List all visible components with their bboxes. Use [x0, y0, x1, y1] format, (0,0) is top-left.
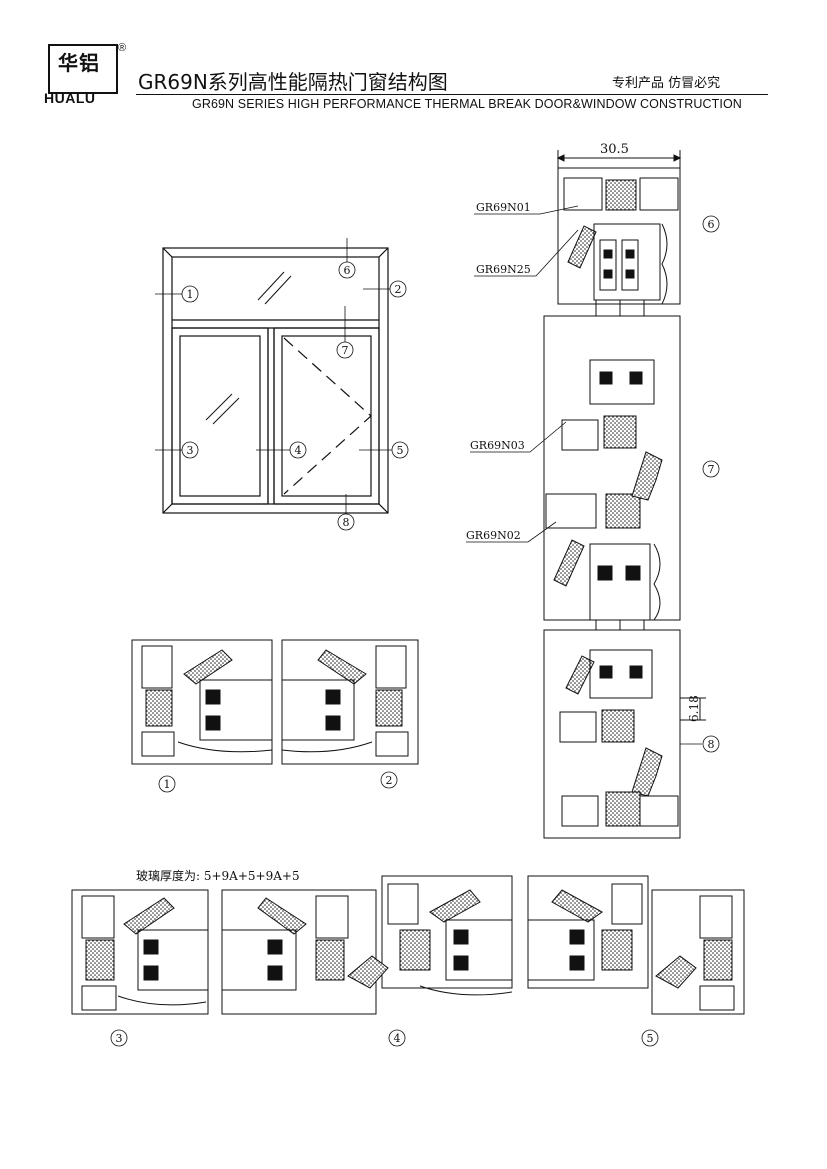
elevation-callout-2: 2 [395, 283, 402, 296]
elevation-callouts [181, 261, 409, 531]
elevation-leaders [155, 238, 392, 514]
section-callout-1: 1 [164, 778, 171, 791]
section-callout-5: 5 [647, 1032, 654, 1045]
profile-label-gr69n03: GR69N03 [470, 439, 525, 452]
logo-frame [48, 44, 118, 94]
elevation-callout-6: 6 [344, 264, 351, 277]
elevation-callout-3: 3 [187, 444, 194, 457]
patent-note: 专利产品 仿冒必究 [612, 76, 721, 91]
elevation-callout-8: 8 [343, 516, 350, 529]
elevation-callout-5: 5 [397, 444, 404, 457]
logo-english: HUALU [44, 90, 96, 106]
dimension-width: 30.5 [600, 142, 629, 157]
section-1-2 [131, 639, 419, 765]
elevation-callout-1: 1 [187, 288, 194, 301]
profile-label-gr69n02: GR69N02 [466, 529, 521, 542]
title-divider [136, 94, 768, 95]
section-callout-2: 2 [386, 774, 393, 787]
profile-label-gr69n25: GR69N25 [476, 263, 531, 276]
section-callout-7: 7 [708, 463, 715, 476]
registered-mark: ® [118, 42, 127, 54]
vertical-section-callout-circles [702, 215, 720, 753]
window-elevation [162, 247, 389, 514]
section-callout-3: 3 [116, 1032, 123, 1045]
elevation-callout-4: 4 [295, 444, 302, 457]
section-3-4-5-callout-circles [110, 1029, 659, 1047]
page-title-chinese: GR69N系列高性能隔热门窗结构图 [138, 70, 448, 94]
vertical-section-leaders [466, 205, 702, 745]
section-callout-8: 8 [708, 738, 715, 751]
logo-chinese: 华铝 [58, 51, 100, 75]
dimension-side: 6.18 [687, 695, 701, 722]
section-callout-6: 6 [708, 218, 715, 231]
section-1-2-callout-circles [158, 771, 398, 793]
section-3-4-5 [71, 875, 745, 1015]
profile-label-gr69n01: GR69N01 [476, 201, 531, 214]
vertical-section [543, 150, 706, 839]
section-callout-4: 4 [394, 1032, 401, 1045]
glass-thickness-note: 玻璃厚度为: 5+9A+5+9A+5 [136, 869, 300, 883]
page-title-english: GR69N SERIES HIGH PERFORMANCE THERMAL BR… [192, 97, 742, 111]
elevation-callout-7: 7 [342, 344, 349, 357]
